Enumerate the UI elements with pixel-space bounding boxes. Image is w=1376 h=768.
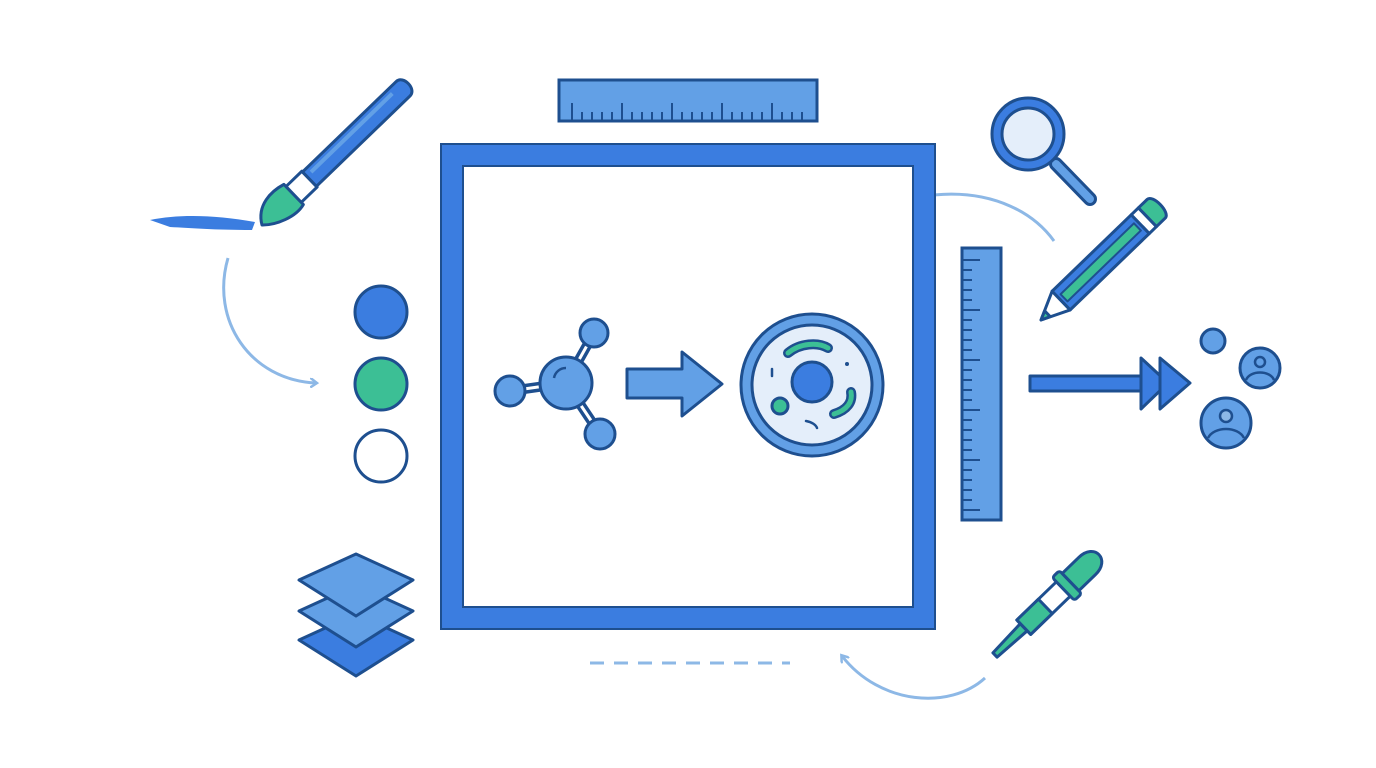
eyedropper-icon[interactable] (984, 543, 1110, 666)
molecule-icon (493, 317, 617, 451)
ruler-horizontal-icon (557, 78, 819, 123)
curved-arrow-left (222, 257, 316, 383)
layers-icon (297, 552, 415, 678)
double-arrow-right-icon (1028, 356, 1192, 411)
arrow-right-icon (625, 350, 724, 418)
color-swatch-green-icon[interactable] (353, 356, 409, 412)
cell-icon (739, 312, 885, 458)
color-swatch-blue-icon[interactable] (353, 284, 409, 340)
paintbrush-icon (150, 78, 414, 230)
ruler-vertical-icon (960, 246, 1003, 522)
curved-arrow-bottom (842, 656, 987, 700)
magnifier-icon[interactable] (990, 96, 1097, 206)
users-icon (1199, 327, 1282, 450)
color-swatch-white-icon[interactable] (353, 428, 409, 484)
pencil-icon[interactable] (1032, 195, 1169, 329)
